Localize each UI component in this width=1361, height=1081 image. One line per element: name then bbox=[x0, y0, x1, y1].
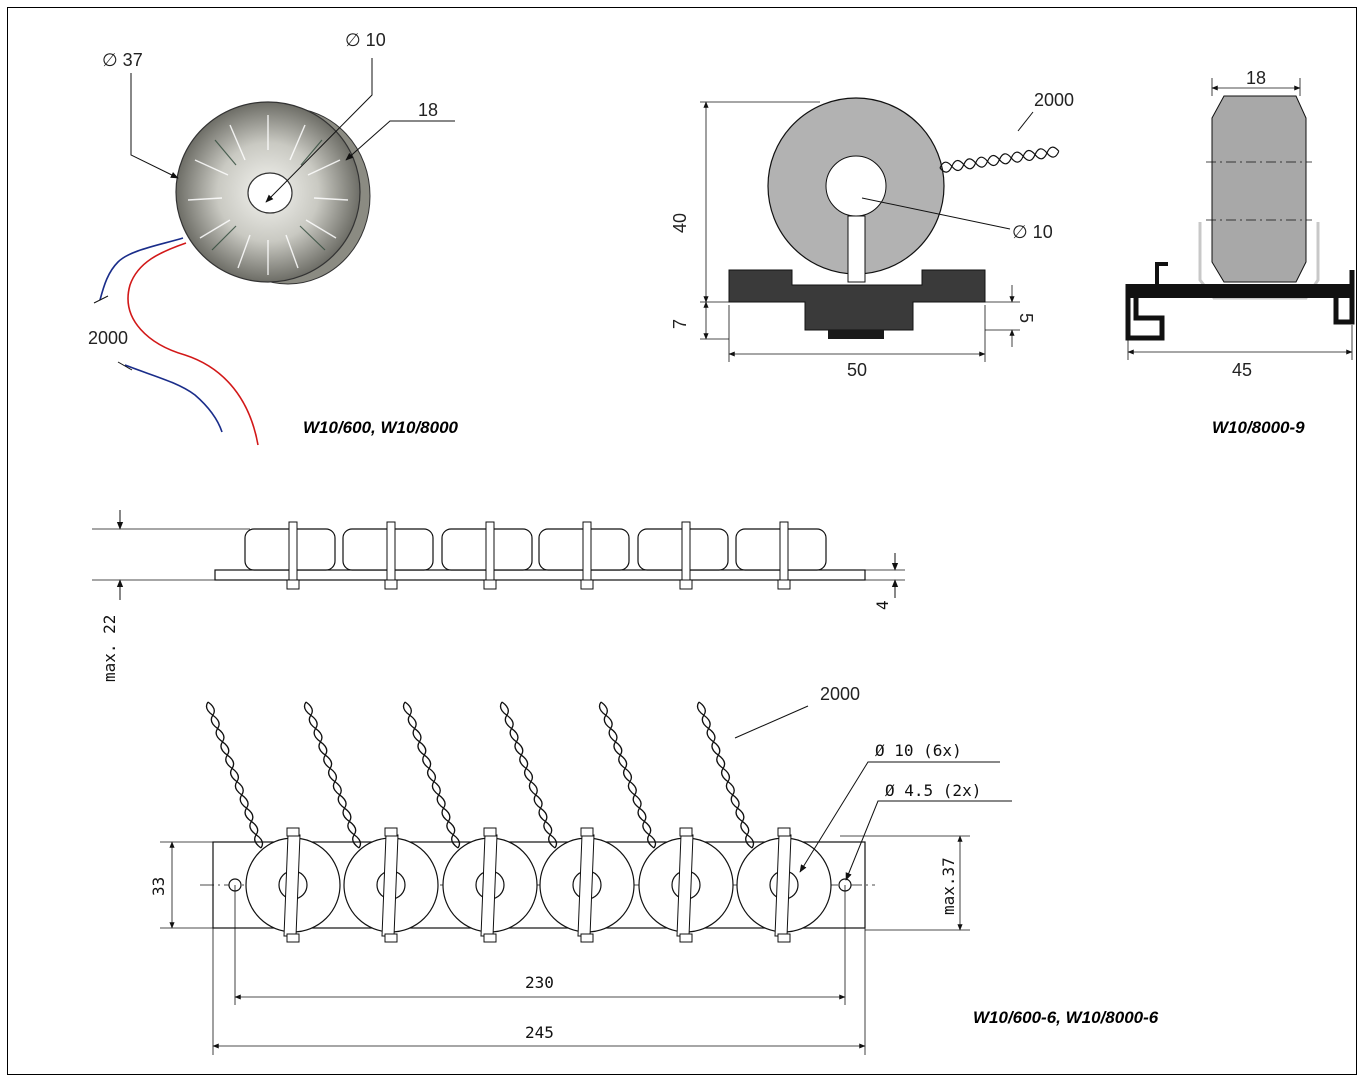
total-length-label: 245 bbox=[525, 1023, 554, 1042]
plate-thickness-label: 4 bbox=[873, 600, 892, 610]
strip-width-label: 33 bbox=[149, 877, 168, 896]
twisted-lead-wire bbox=[499, 701, 556, 849]
width-label: 18 bbox=[418, 100, 438, 120]
mount-hole-diameter-label: Ø 4.5 (2x) bbox=[885, 781, 981, 800]
twisted-lead-wire bbox=[598, 701, 655, 849]
cable-tie-side bbox=[681, 521, 691, 581]
cable-tie-side bbox=[485, 521, 495, 581]
tie-tail-top bbox=[483, 933, 497, 943]
strip-max-width-label: max.37 bbox=[939, 857, 958, 915]
toroid-perspective-view bbox=[93, 58, 455, 446]
tie-tail-top bbox=[580, 933, 594, 943]
tie-clip-side bbox=[384, 579, 398, 590]
tie-head-top bbox=[679, 827, 693, 837]
tie-tail-top bbox=[286, 933, 300, 943]
width-bottom-label: 45 bbox=[1232, 360, 1252, 380]
twisted-lead-wire bbox=[207, 701, 264, 849]
tie-tail-top bbox=[679, 933, 693, 943]
inner-diameter-label-2: ∅ 10 bbox=[1012, 222, 1053, 242]
base-step-label: 5 bbox=[1016, 313, 1036, 323]
strip-top-view bbox=[160, 701, 1012, 1055]
height-label: 40 bbox=[670, 213, 690, 233]
caption-w10-8000-9: W10/8000-9 bbox=[1212, 418, 1305, 437]
inner-diameter-label: ∅ 10 bbox=[345, 30, 386, 50]
hole-diameter-label: Ø 10 (6x) bbox=[875, 741, 962, 760]
lead-length-label-3: 2000 bbox=[820, 684, 860, 704]
twisted-lead-wire bbox=[404, 701, 461, 849]
lead-length-label: 2000 bbox=[88, 328, 128, 348]
drawing-frame bbox=[7, 7, 1357, 1075]
lead-length-label-2: 2000 bbox=[1034, 90, 1074, 110]
cable-tie-side bbox=[386, 521, 396, 581]
width-top-label: 18 bbox=[1246, 68, 1266, 88]
twisted-lead-wire bbox=[402, 701, 459, 849]
caption-w10-600: W10/600, W10/8000 bbox=[303, 418, 459, 437]
tie-clip-side bbox=[286, 579, 300, 590]
cable-tie-side bbox=[288, 521, 298, 581]
cable-tie-side bbox=[582, 521, 592, 581]
front-view-with-base bbox=[700, 97, 1060, 362]
base-height-label: 7 bbox=[670, 319, 690, 329]
outer-diameter-label: ∅ 37 bbox=[102, 50, 143, 70]
tie-clip-side bbox=[777, 579, 791, 590]
tie-head-top bbox=[483, 827, 497, 837]
twisted-lead-wire bbox=[501, 701, 558, 849]
twisted-lead-wire bbox=[696, 701, 753, 849]
tie-head-top bbox=[384, 827, 398, 837]
max-height-label: max. 22 bbox=[100, 615, 119, 682]
tie-clip-side bbox=[679, 579, 693, 590]
caption-w10-600-6: W10/600-6, W10/8000-6 bbox=[973, 1008, 1159, 1027]
strip-side-view bbox=[92, 510, 905, 600]
twisted-lead-wire bbox=[600, 701, 657, 849]
base-width-label: 50 bbox=[847, 360, 867, 380]
tie-head-top bbox=[286, 827, 300, 837]
side-view-din-rail bbox=[1125, 78, 1355, 360]
hole-spacing-label: 230 bbox=[525, 973, 554, 992]
tie-clip-side bbox=[580, 579, 594, 590]
twisted-lead-wire bbox=[305, 701, 362, 849]
tie-head-top bbox=[777, 827, 791, 837]
tie-tail-top bbox=[384, 933, 398, 943]
twisted-lead-wire bbox=[698, 701, 755, 849]
tie-head-top bbox=[580, 827, 594, 837]
cable-tie-side bbox=[779, 521, 789, 581]
twisted-lead-wire bbox=[303, 701, 360, 849]
tie-tail-top bbox=[777, 933, 791, 943]
tie-clip-side bbox=[483, 579, 497, 590]
twisted-lead-wire bbox=[205, 701, 262, 849]
